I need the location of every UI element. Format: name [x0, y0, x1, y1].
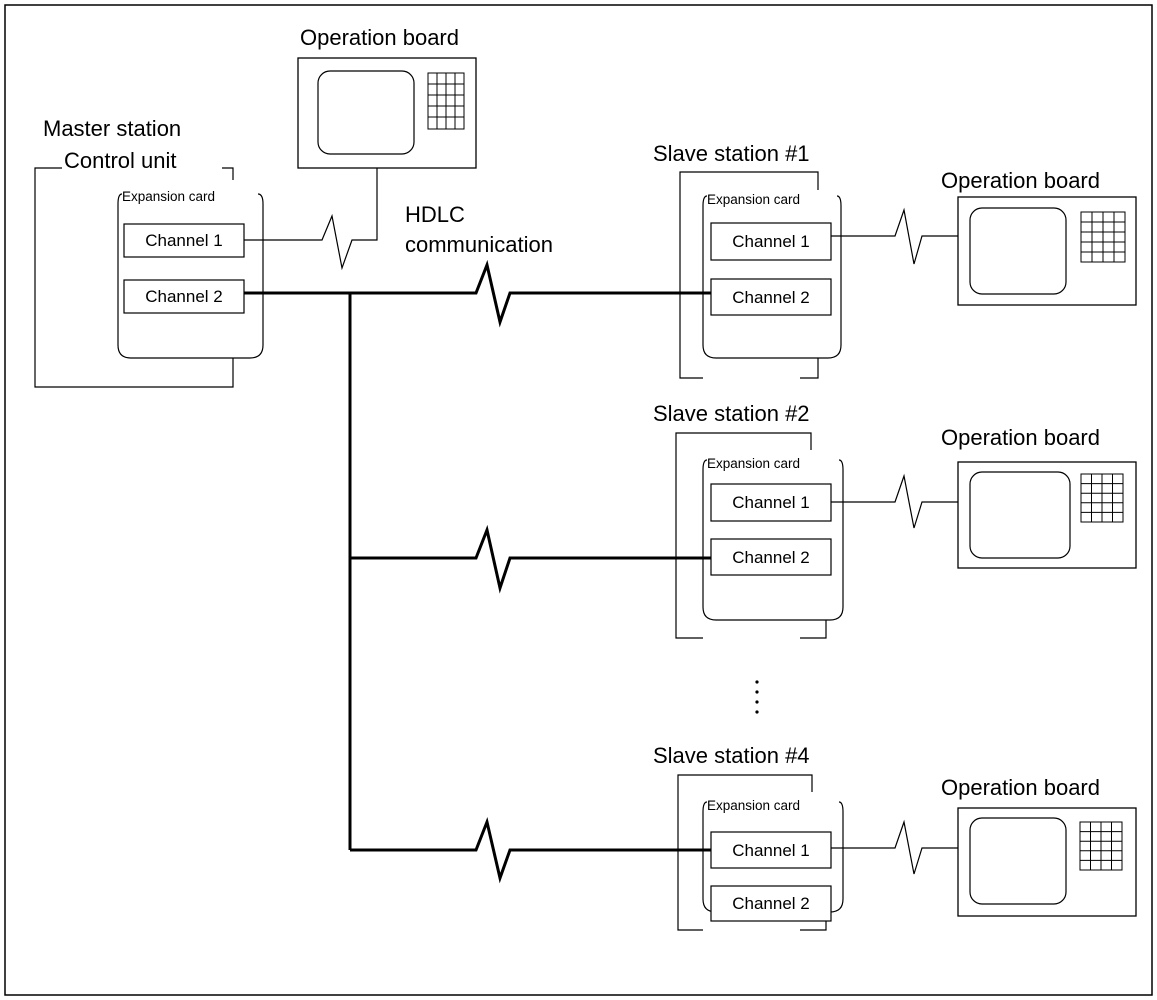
slave-1-unit-outline: [679, 171, 819, 379]
communication-label: communication: [405, 232, 553, 257]
slave-2-channel-2-label: Channel 2: [732, 548, 810, 567]
master-card-corner-left: [117, 193, 123, 205]
master-channel-2-label: Channel 2: [145, 287, 223, 306]
slave-2-operation-board-label: Operation board: [941, 425, 1100, 450]
slave-2-expansion-card: [702, 470, 844, 621]
slave-4-board-link: [831, 819, 958, 875]
top-board-screen: [317, 70, 415, 155]
control-unit-outline: [34, 167, 234, 388]
top-board-housing: [297, 57, 477, 169]
top-board-keypad: [427, 72, 465, 130]
slave-4-operation-board-label: Operation board: [941, 775, 1100, 800]
slave-2-channel-2: [710, 538, 832, 576]
slave-1-channel-1-label: Channel 1: [732, 232, 810, 251]
master-station: Master station Control unit Expansion ca…: [34, 116, 264, 388]
master-channel-1: [123, 223, 245, 258]
top-board-link: [244, 168, 378, 271]
slave-1-channel-1: [710, 222, 832, 261]
slave-1-unit-outline-b: [800, 358, 819, 379]
slave-2-board-link: [831, 473, 958, 529]
master-card-corner-right: [257, 193, 264, 205]
slave-station-2: Slave station #2 Expansion card Channel …: [653, 401, 1137, 639]
slave-2-title: Slave station #2: [653, 401, 810, 426]
slave-1-operation-board-label: Operation board: [941, 168, 1100, 193]
slave-1-board-housing: [957, 196, 1137, 306]
slave-1-channel-2: [710, 278, 832, 316]
control-unit-outline-right: [222, 167, 234, 180]
slave-4-channel-1: [710, 831, 832, 869]
slave-4-channel-2: [710, 885, 832, 922]
slave-station-4: Slave station #4 Expansion card Channel …: [653, 743, 1137, 931]
slave-2-expansion-card-label: Expansion card: [707, 456, 800, 471]
slave-4-unit-outline: [677, 774, 813, 931]
slave-2-unit-outline-b: [800, 620, 827, 639]
slave-1-channel-2-label: Channel 2: [732, 288, 810, 307]
slave-4-expansion-card-label: Expansion card: [707, 798, 800, 813]
slave-2-board-keypad: [1080, 473, 1124, 523]
slave-2-board-housing: [957, 461, 1137, 569]
master-channel-1-label: Channel 1: [145, 231, 223, 250]
bus-line-slave-1: [244, 259, 711, 328]
slave-station-1: Slave station #1 Expansion card Channel …: [653, 141, 1137, 379]
slave-4-board-keypad: [1079, 821, 1123, 871]
slave-2-channel-1-label: Channel 1: [732, 493, 810, 512]
control-unit-title: Control unit: [64, 148, 177, 173]
top-operation-board: Operation board: [244, 25, 477, 271]
hdlc-label: HDLC: [405, 202, 465, 227]
more-stations-ellipsis: [755, 680, 759, 714]
slave-1-board-link: [831, 207, 958, 265]
slave-1-board-keypad: [1080, 211, 1126, 263]
master-expansion-card: [117, 204, 264, 359]
bus-line-slave-2: [350, 524, 711, 594]
hdlc-bus: [244, 259, 711, 884]
slave-2-board-screen: [969, 471, 1071, 559]
diagram-frame: [4, 4, 1153, 996]
bus-line-slave-4: [350, 816, 711, 884]
top-operation-board-label: Operation board: [300, 25, 459, 50]
slave-2-unit-outline: [675, 432, 812, 639]
master-expansion-card-label: Expansion card: [122, 189, 215, 204]
slave-1-expansion-card: [702, 206, 842, 359]
slave-1-expansion-card-label: Expansion card: [707, 192, 800, 207]
master-channel-2: [123, 279, 245, 314]
slave-4-title: Slave station #4: [653, 743, 810, 768]
slave-4-board-housing: [957, 807, 1137, 917]
slave-1-board-screen: [969, 207, 1067, 295]
slave-4-channel-2-label: Channel 2: [732, 894, 810, 913]
slave-4-channel-1-label: Channel 1: [732, 841, 810, 860]
slave-4-board-screen: [969, 817, 1067, 905]
master-station-title: Master station: [43, 116, 181, 141]
slave-1-title: Slave station #1: [653, 141, 810, 166]
